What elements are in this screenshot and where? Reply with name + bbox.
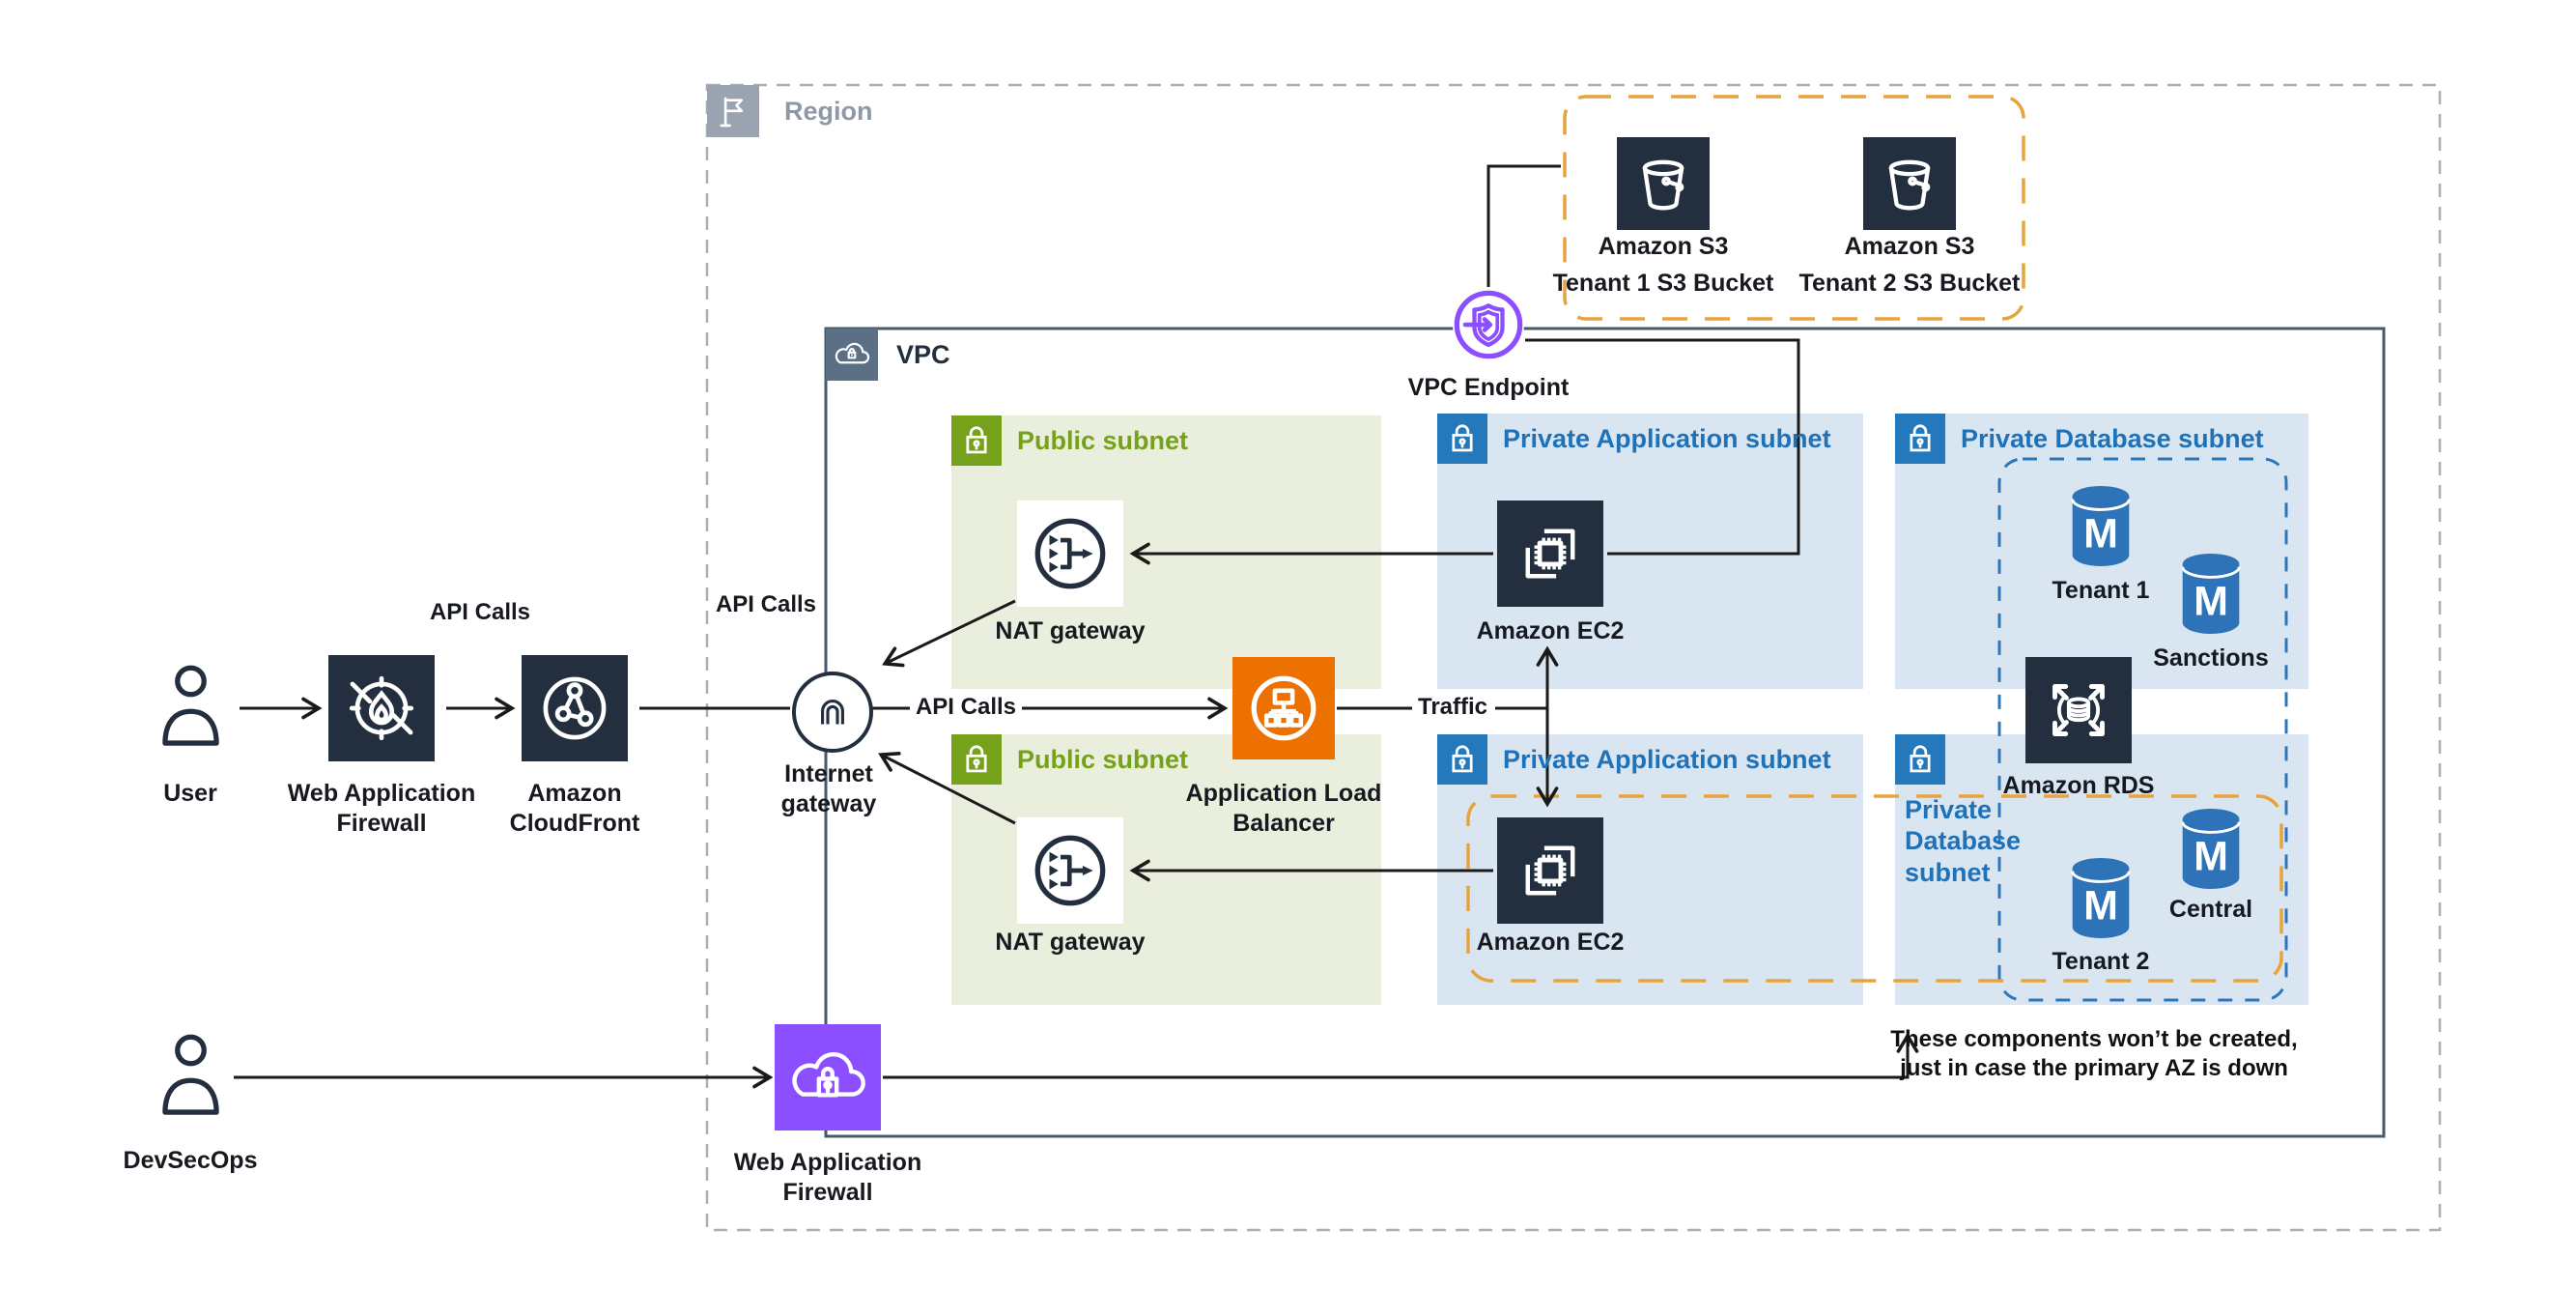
ec2-1-icon [1497,501,1603,607]
devsecops-icon [155,1026,227,1123]
api-calls-label-2: API Calls [715,591,817,617]
nat-gateway-1-icon [1017,501,1123,607]
nat-gateway-2-icon [1017,817,1123,924]
internet-gateway-label: Internet gateway [780,760,877,817]
waf-bottom-label: Web Application Firewall [733,1149,922,1206]
db-sanctions-label: Sanctions [2153,644,2269,672]
private-db-subnet-2-icon [1895,734,1945,785]
internet-gateway-icon [792,672,873,753]
devsecops-label: DevSecOps [123,1147,258,1174]
ec2-2-icon [1497,817,1603,924]
nat-gateway-2-label: NAT gateway [995,929,1146,956]
rds-label: Amazon RDS [2002,772,2155,799]
cloudfront-icon [522,655,628,761]
private-app-subnet-1-icon [1437,414,1487,464]
vpc-endpoint-label: VPC Endpoint [1407,374,1570,401]
region-label: Region [784,97,873,126]
private-app-subnet-1-label: Private Application subnet [1503,423,1831,453]
s3-bucket-2-sublabel: Tenant 2 S3 Bucket [1798,270,2021,297]
api-calls-label-3: API Calls [915,694,1017,720]
rds-icon [2025,657,2132,763]
web-application-firewall-icon [328,655,435,761]
svg-text:M: M [2194,834,2228,880]
private-db-subnet-1-icon [1895,414,1945,464]
public-subnet-2-label: Public subnet [1017,744,1189,774]
waf-bottom-icon [775,1024,881,1130]
ec2-1-label: Amazon EC2 [1476,617,1625,644]
public-subnet-2-icon [951,734,1002,785]
db-central-label: Central [2168,896,2253,923]
cloudfront-label: Amazon CloudFront [509,780,640,837]
region-icon [707,85,759,137]
user-label: User [163,780,217,807]
db-tenant2-icon: M [2069,857,2133,940]
nat-gateway-1-label: NAT gateway [995,617,1146,644]
db-tenant2-label: Tenant 2 [2052,948,2150,975]
db-tenant1-icon: M [2069,485,2133,568]
db-tenant1-label: Tenant 1 [2052,577,2150,604]
private-db-subnet-1-label: Private Database subnet [1961,423,2264,453]
private-app-subnet-2-label: Private Application subnet [1503,744,1831,774]
annotation-line-2: just in case the primary AZ is down [1900,1055,2288,1081]
vpc-endpoint-icon [1453,289,1524,360]
public-subnet-1-icon [951,415,1002,466]
svg-text:M: M [2083,511,2118,558]
api-calls-label-1: API Calls [429,599,531,625]
s3-bucket-1-icon [1617,137,1710,230]
annotation-line-1: These components won’t be created, [1890,1026,2298,1052]
user-icon [155,657,227,754]
private-db-subnet-2-label: Private Database subnet [1905,795,2022,887]
svg-text:M: M [2083,883,2118,930]
s3-bucket-2-label: Amazon S3 [1844,233,1975,260]
web-application-firewall-label: Web Application Firewall [287,780,476,837]
application-load-balancer-label: Application Load Balancer [1185,780,1382,837]
edge-waf-to-secondary-az [883,1032,1919,1079]
application-load-balancer-icon [1232,657,1335,759]
svg-text:M: M [2194,579,2228,625]
s3-bucket-1-label: Amazon S3 [1598,233,1729,260]
db-central-icon: M [2179,808,2243,891]
s3-bucket-2-icon [1863,137,1956,230]
public-subnet-1-label: Public subnet [1017,425,1189,455]
traffic-label: Traffic [1417,694,1488,720]
db-sanctions-icon: M [2179,553,2243,636]
vpc-label: VPC [896,340,950,369]
vpc-icon [826,329,878,381]
private-app-subnet-2-icon [1437,734,1487,785]
ec2-2-label: Amazon EC2 [1476,929,1625,956]
